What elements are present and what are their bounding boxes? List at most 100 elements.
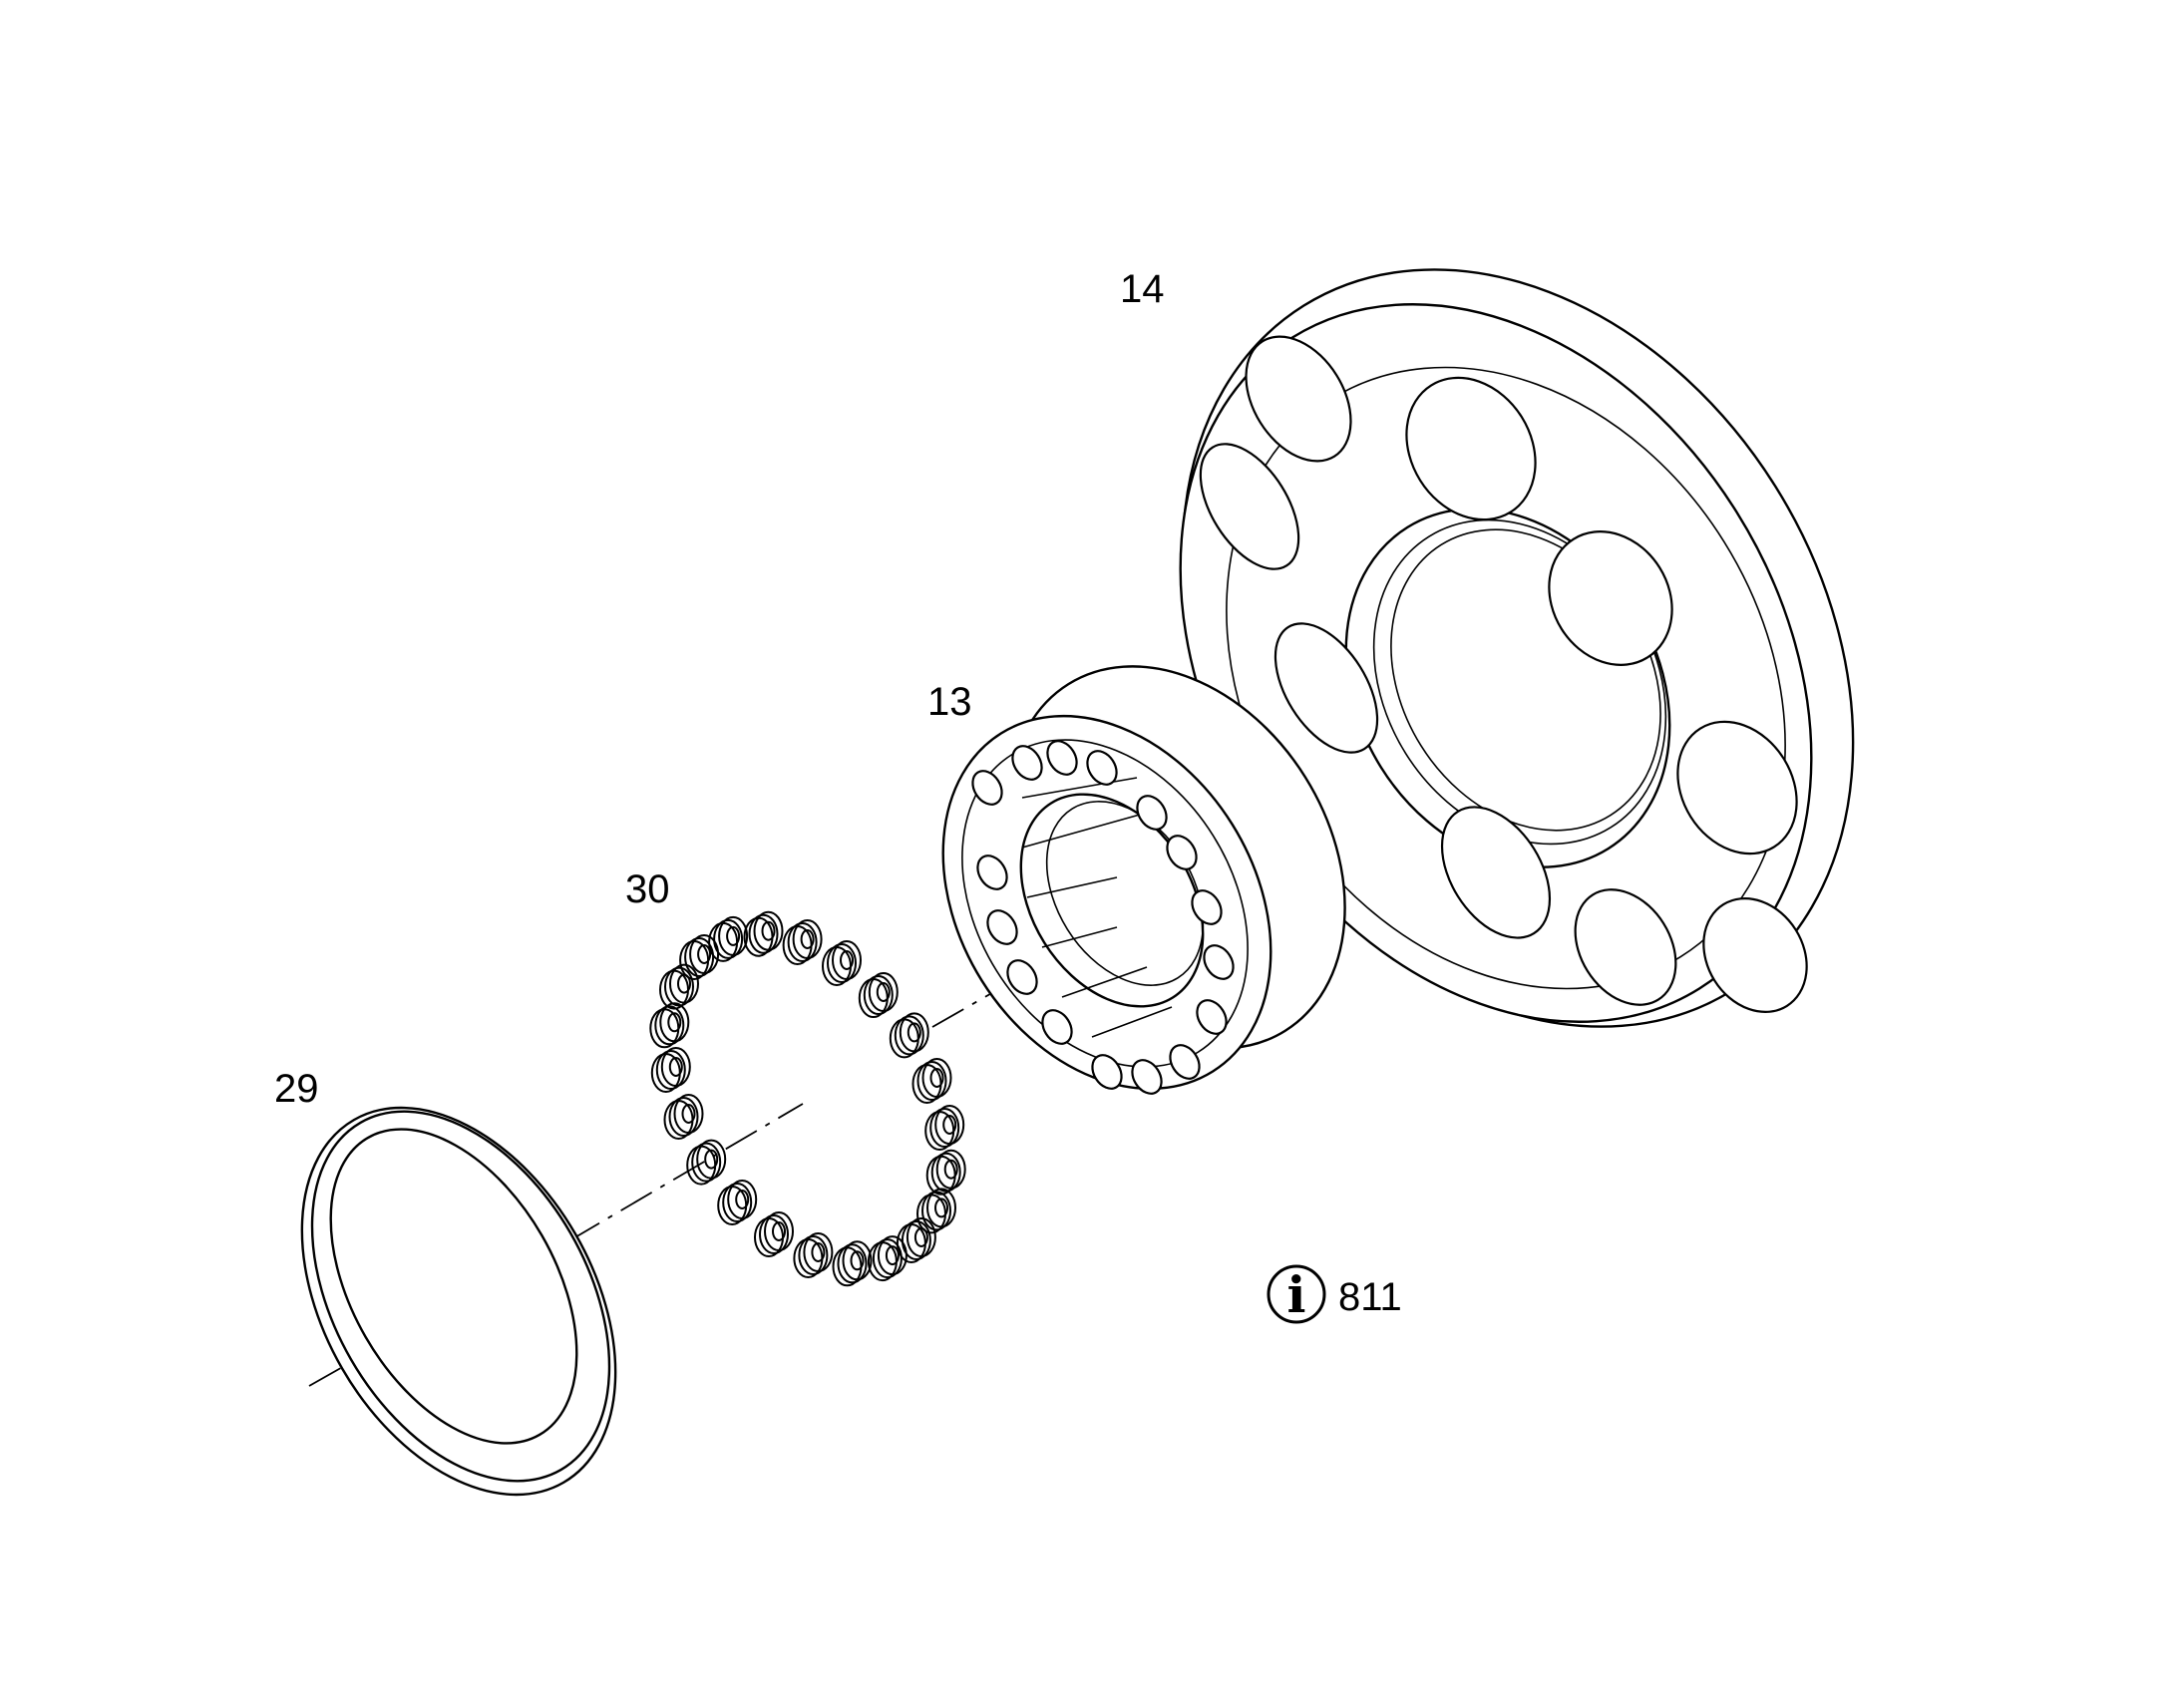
spring-coil: [673, 1094, 704, 1134]
spring-center: [704, 1149, 719, 1170]
spring-coil: [654, 1005, 685, 1046]
callout-30: 30: [625, 867, 670, 911]
spring-center: [735, 1190, 750, 1209]
spring-center: [934, 1197, 948, 1218]
spring: [649, 1002, 690, 1049]
spring-center: [697, 944, 712, 964]
spring: [754, 1211, 794, 1257]
spring-center: [811, 1242, 826, 1262]
spring-center: [668, 1057, 683, 1077]
spring: [867, 1235, 908, 1282]
spring-center: [943, 1159, 958, 1180]
spring: [782, 919, 823, 965]
spring-coil: [868, 972, 899, 1012]
callout-14: 14: [1120, 267, 1165, 311]
spring-coil: [655, 1050, 686, 1090]
spring-center: [761, 920, 776, 941]
spring-coil: [837, 1243, 868, 1284]
spring-center: [667, 1012, 682, 1033]
valve-plate-holes: [1199, 335, 1808, 1013]
spring-coil: [748, 913, 779, 954]
spring-coil: [689, 934, 720, 974]
spring-center: [929, 1068, 944, 1088]
spring-coil: [872, 1238, 903, 1279]
spring-coil: [713, 918, 744, 959]
spring-coil: [792, 919, 823, 959]
spring: [663, 1094, 704, 1140]
cylinder-block-bores: [971, 740, 1235, 1095]
spring-coil: [753, 910, 784, 951]
spring: [925, 1149, 966, 1196]
spring-coil: [798, 1235, 829, 1275]
spring-center: [772, 1221, 786, 1241]
spring-coil: [684, 937, 715, 977]
spring: [889, 1012, 929, 1059]
spring-center: [850, 1250, 865, 1271]
spring-center: [726, 925, 741, 946]
part-14-valve-plate: [1179, 268, 1855, 1028]
spring-coil: [863, 975, 894, 1015]
spring-coil: [759, 1214, 789, 1254]
spring-center: [840, 950, 854, 970]
spring-coil: [899, 1012, 929, 1053]
spring-center: [913, 1227, 928, 1247]
info-circle-icon: [1267, 1264, 1326, 1324]
spring-coil: [718, 915, 749, 956]
spring: [717, 1180, 758, 1225]
spring: [911, 1058, 952, 1104]
spring-coil: [669, 963, 699, 1004]
spring-coil: [842, 1240, 873, 1281]
spring-coil: [921, 1058, 952, 1098]
spring-coil: [935, 1149, 966, 1190]
spring-coil: [921, 1191, 951, 1231]
spring-coil: [894, 1015, 924, 1056]
spring-coil: [827, 943, 857, 983]
cylinder-block-splines: [1021, 777, 1173, 1038]
spring: [832, 1240, 873, 1287]
spring: [686, 1139, 727, 1186]
spring: [924, 1105, 965, 1151]
spring: [708, 915, 749, 962]
spring-coil: [929, 1108, 960, 1148]
spring: [858, 972, 899, 1018]
spring-coil: [787, 922, 818, 962]
spring-center: [907, 1022, 921, 1043]
spring-coil: [668, 1097, 699, 1137]
part-29-retaining-ring: [300, 1106, 617, 1497]
spring-coil: [926, 1188, 956, 1228]
spring-coil: [832, 940, 862, 980]
spring-coil: [659, 1002, 690, 1043]
spring: [650, 1047, 691, 1093]
spring-center: [681, 1104, 696, 1124]
spring: [916, 1188, 956, 1234]
spring: [793, 1232, 834, 1278]
callout-29: 29: [274, 1067, 319, 1111]
spring-coil: [660, 1047, 691, 1087]
part-13-cylinder-block: [941, 665, 1346, 1095]
spring-coil: [930, 1152, 961, 1193]
spring-center: [942, 1115, 957, 1135]
spring-coil: [691, 1142, 722, 1183]
spring-center: [876, 982, 891, 1002]
spring: [822, 940, 862, 986]
spring: [659, 963, 699, 1010]
spring-coil: [906, 1217, 936, 1257]
spring-coil: [916, 1061, 947, 1101]
spring-coil: [727, 1180, 758, 1219]
callout-13: 13: [927, 680, 972, 724]
info-reference-number: 811: [1338, 1275, 1402, 1319]
spring-center: [885, 1245, 900, 1266]
spring-coil: [664, 966, 694, 1007]
spring-coil: [722, 1183, 753, 1222]
spring-coil: [901, 1220, 931, 1260]
spring-coil: [934, 1105, 965, 1145]
spring: [743, 910, 784, 957]
info-glyph: i: [1287, 1265, 1306, 1324]
part-30-spring-set: [649, 910, 966, 1287]
spring: [679, 934, 720, 980]
spring-coil: [764, 1211, 794, 1251]
spring-center: [800, 929, 815, 949]
spring-coil: [803, 1232, 834, 1272]
spring-coil: [877, 1235, 908, 1276]
